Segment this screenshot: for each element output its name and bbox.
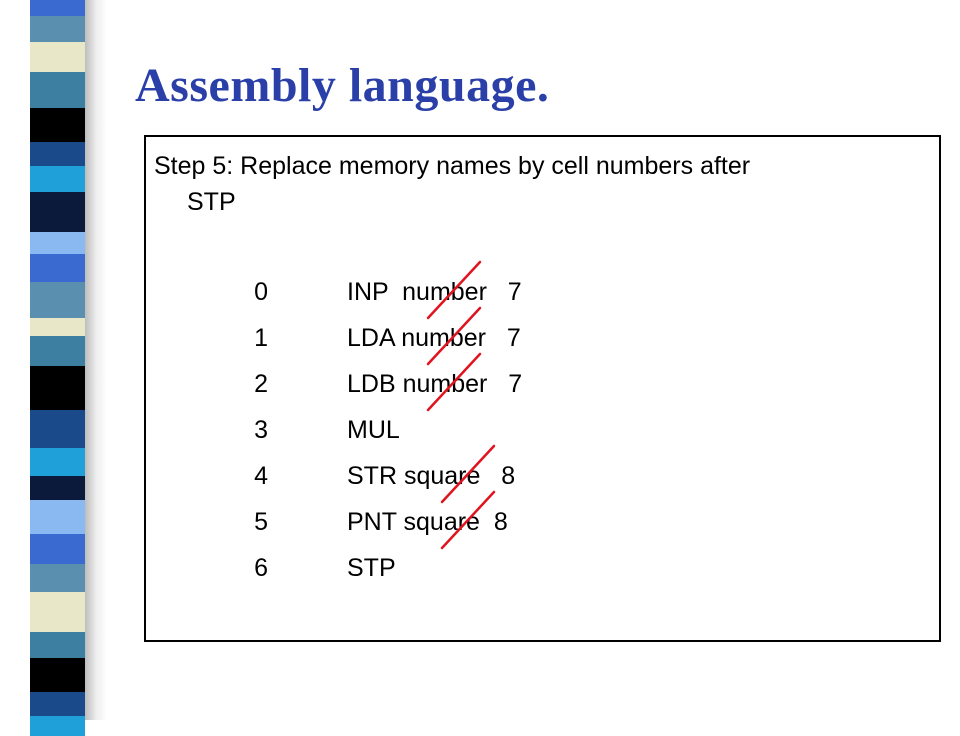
content-box (144, 135, 941, 642)
opcode: INP (347, 278, 389, 306)
slide-title: Assembly language. (135, 58, 549, 113)
cell-number: 2 (254, 370, 268, 398)
strip-block (30, 592, 85, 632)
cell-address: 7 (506, 324, 521, 352)
strip-block (30, 166, 85, 192)
strip-block (30, 564, 85, 592)
opcode: STP (347, 554, 396, 582)
strip-shadow (85, 0, 107, 720)
instruction: MUL (347, 412, 400, 448)
strip-block (30, 476, 85, 500)
strike-marks (426, 260, 496, 550)
strip-block (30, 0, 85, 16)
cell-number: 0 (254, 278, 268, 306)
strip-block (30, 142, 85, 166)
cell-address: 7 (507, 278, 522, 306)
strip-block (30, 632, 85, 658)
strike-line (440, 490, 496, 550)
strike-line (426, 352, 482, 412)
strip-block (30, 72, 85, 108)
instruction: LDB number 7 (347, 366, 522, 402)
step-text: Step 5: Replace memory names by cell num… (154, 148, 944, 220)
strike-line (426, 306, 482, 366)
opcode: STR (347, 462, 397, 490)
strip-block (30, 108, 85, 142)
cell-number: 4 (254, 462, 268, 490)
instruction: PNT square 8 (347, 504, 508, 540)
strip-block (30, 500, 85, 534)
strip-block (30, 366, 85, 410)
opcode: MUL (347, 416, 400, 444)
strip-block (30, 692, 85, 716)
strip-block (30, 232, 85, 254)
cell-number: 5 (254, 508, 268, 536)
step-line-2: STP (187, 188, 236, 216)
strip-block (30, 16, 85, 42)
strip-block (30, 336, 85, 366)
title-text: Assembly language (135, 59, 537, 112)
strike-line (440, 444, 496, 504)
cell-number: 6 (254, 554, 268, 582)
strip-block (30, 534, 85, 564)
strip-block (30, 42, 85, 72)
strip-block (30, 192, 85, 232)
cell-number: 3 (254, 416, 268, 444)
strip-block (30, 410, 85, 448)
opcode: PNT (347, 508, 397, 536)
strike-line (426, 260, 482, 320)
strip-block (30, 254, 85, 282)
strip-block (30, 282, 85, 318)
instruction: STR square 8 (347, 458, 515, 494)
strip-block (30, 448, 85, 476)
strip-block (30, 318, 85, 336)
step-line-1: Step 5: Replace memory names by cell num… (154, 152, 751, 180)
cell-address: 7 (508, 370, 523, 398)
cell-number: 1 (254, 324, 268, 352)
instruction: STP (347, 550, 396, 586)
cell-address: 8 (493, 508, 508, 536)
title-punct: . (536, 59, 550, 112)
strip-block (30, 658, 85, 692)
decorative-side-strip (0, 0, 110, 736)
cell-address: 8 (501, 462, 516, 490)
opcode: LDB (347, 370, 396, 398)
opcode: LDA (347, 324, 395, 352)
